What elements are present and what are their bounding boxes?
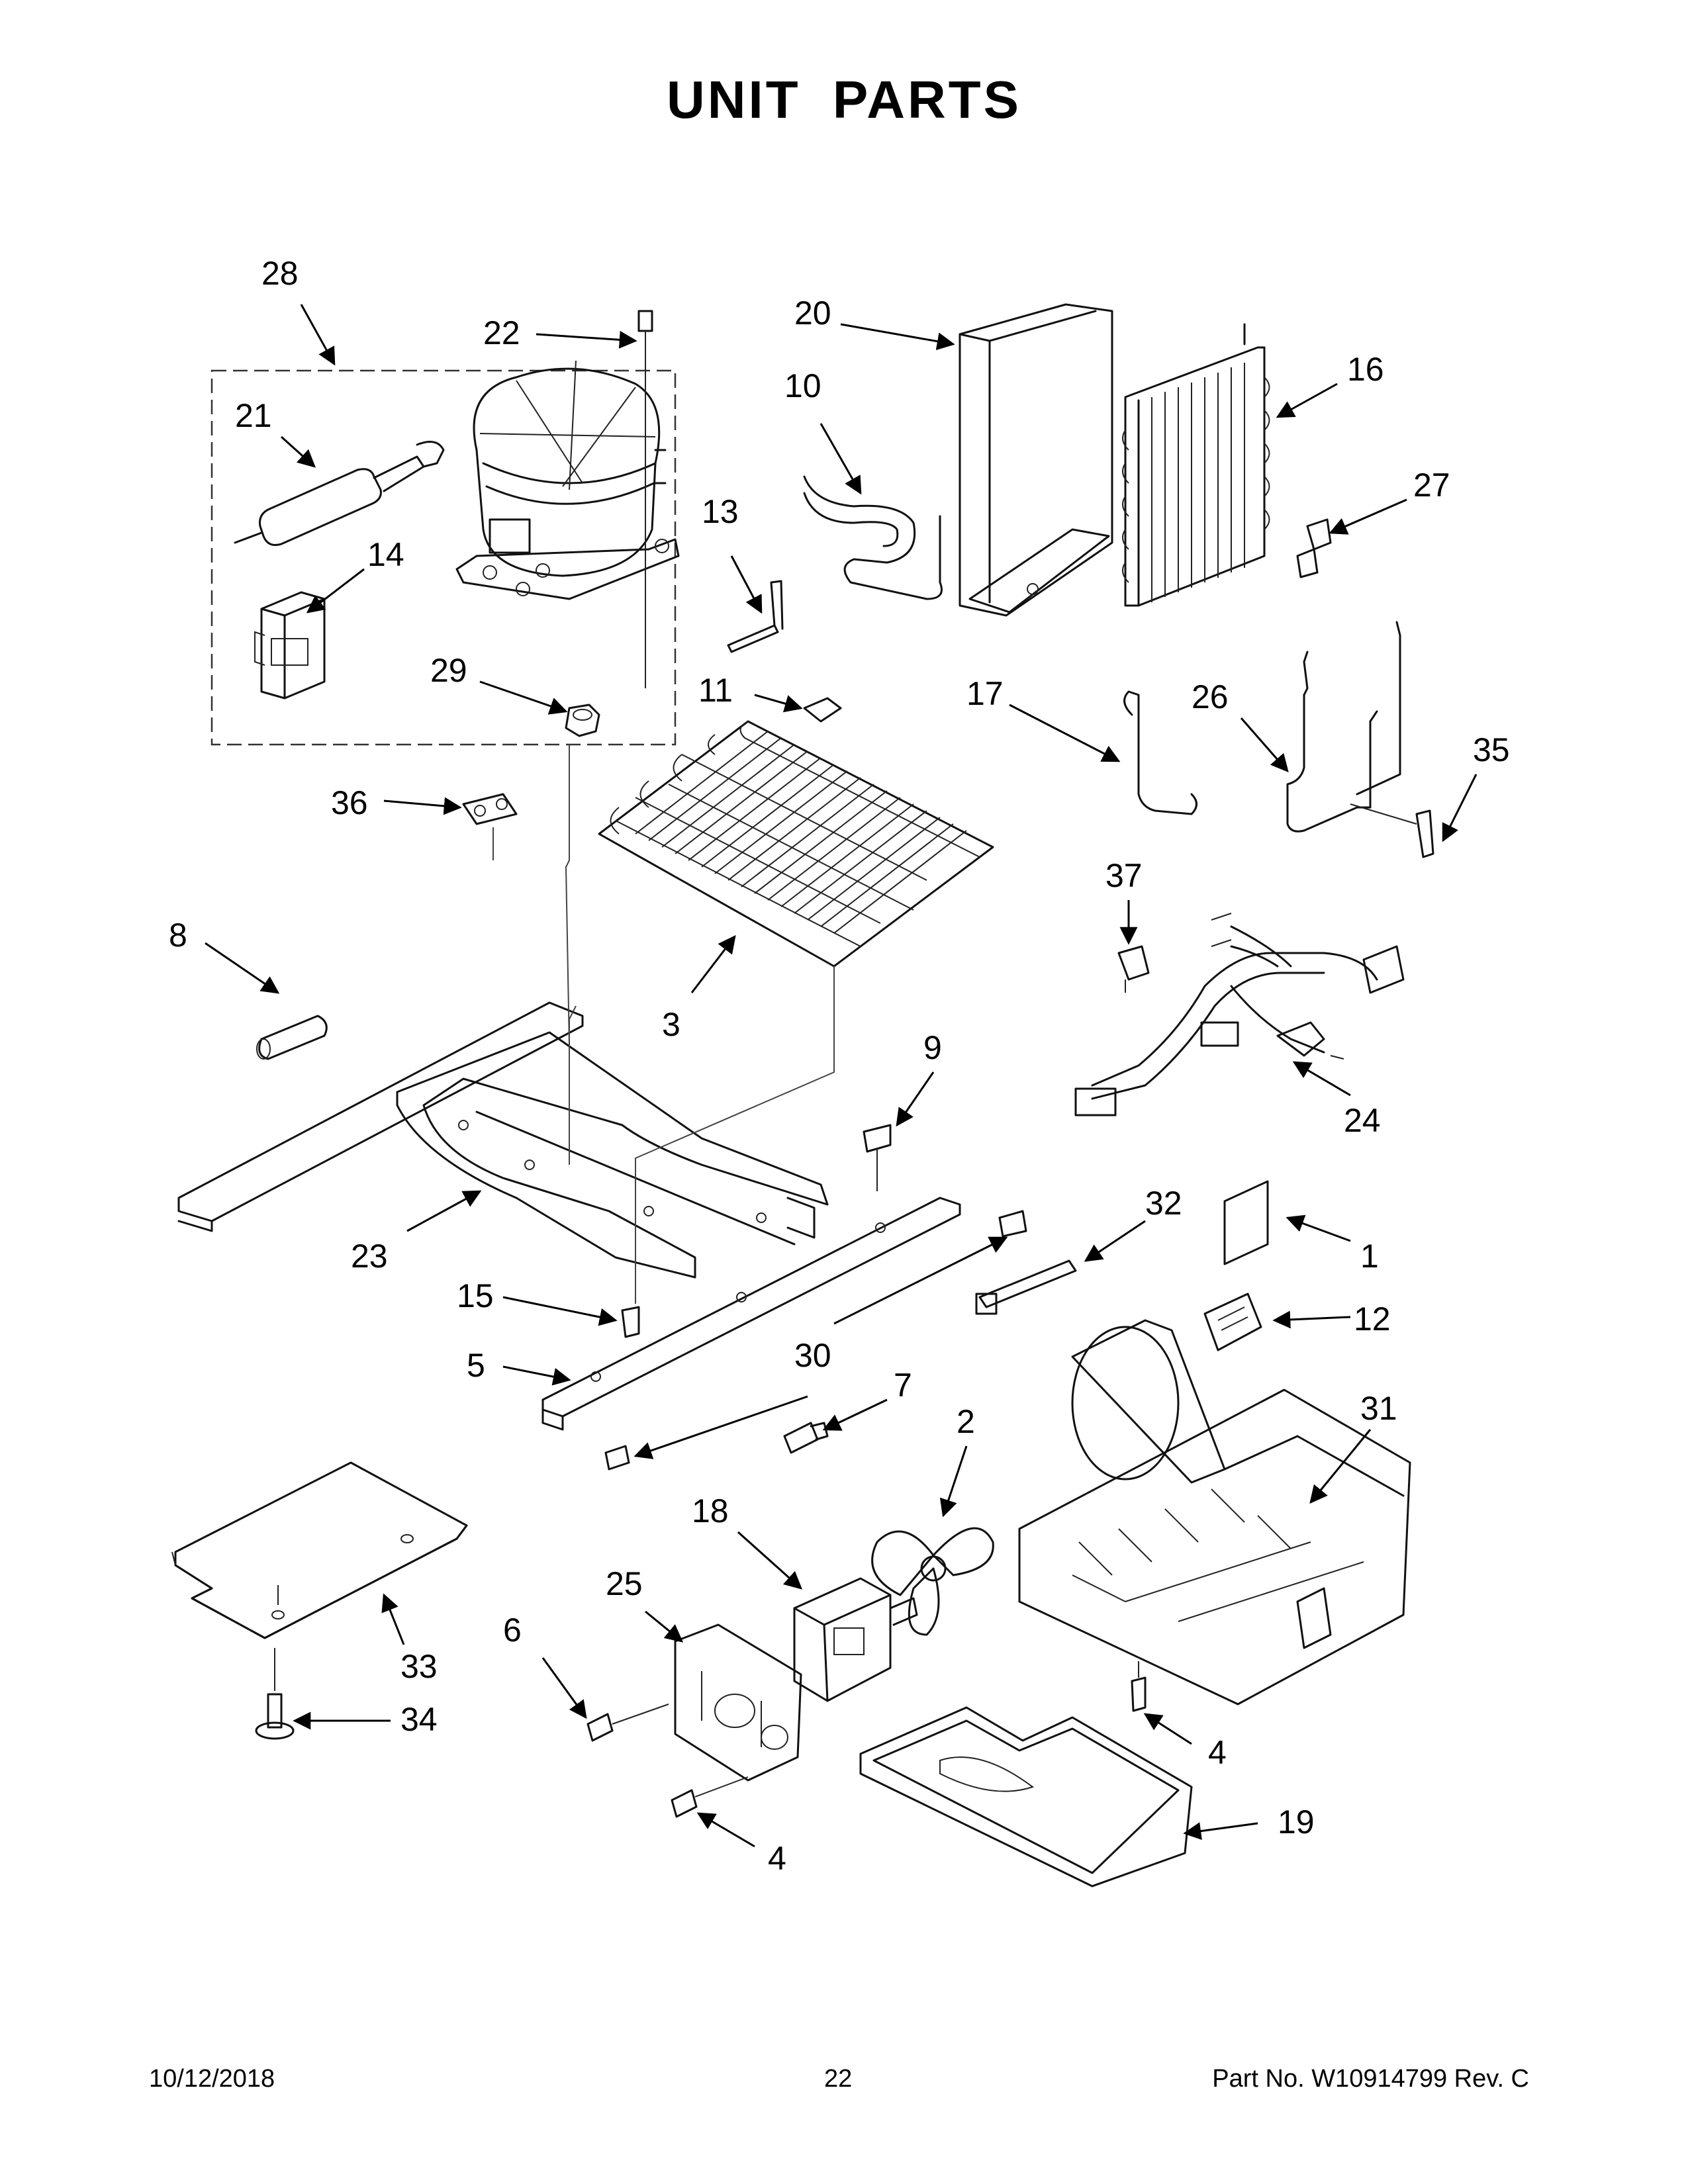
leveling-foot-part bbox=[255, 1648, 295, 1740]
grommet-part bbox=[565, 704, 600, 737]
callout-1: 1 bbox=[1360, 1238, 1379, 1275]
page-title: UNIT PARTS bbox=[666, 70, 1022, 129]
clip-part bbox=[462, 793, 518, 825]
compressor-part bbox=[455, 310, 680, 688]
condenser-shroud-part bbox=[959, 303, 1113, 617]
motor-bracket-part bbox=[674, 1623, 802, 1782]
callout-23: 23 bbox=[351, 1238, 388, 1275]
callout-34: 34 bbox=[400, 1701, 438, 1738]
tube-assembly-part bbox=[1286, 621, 1417, 833]
callout-28: 28 bbox=[261, 255, 299, 292]
callout-7: 7 bbox=[894, 1367, 912, 1404]
callout-29: 29 bbox=[430, 652, 467, 689]
callout-9: 9 bbox=[923, 1029, 942, 1066]
callout-32: 32 bbox=[1145, 1185, 1182, 1222]
cover-panel-part bbox=[171, 1461, 468, 1639]
callout-2: 2 bbox=[957, 1403, 975, 1440]
callout-leaders bbox=[205, 304, 1477, 1848]
base-frame-part bbox=[177, 1001, 829, 1279]
valve-part bbox=[783, 1422, 829, 1454]
screw-4-lower bbox=[671, 1776, 749, 1818]
callout-13: 13 bbox=[702, 493, 739, 530]
tube-part bbox=[803, 475, 943, 600]
callout-5: 5 bbox=[467, 1347, 485, 1384]
fan-blade-part bbox=[871, 1527, 994, 1636]
screw-9 bbox=[863, 1124, 892, 1191]
callout-4-lower: 4 bbox=[768, 1840, 786, 1877]
callout-8: 8 bbox=[169, 917, 187, 954]
base-tray-part bbox=[1018, 1319, 1411, 1706]
wire-harness-part bbox=[1074, 913, 1405, 1116]
control-board-part bbox=[1203, 1293, 1262, 1351]
callout-11: 11 bbox=[698, 672, 733, 709]
assembly-guide-lines bbox=[492, 745, 835, 1304]
callout-10: 10 bbox=[784, 367, 821, 404]
callout-33: 33 bbox=[400, 1648, 438, 1685]
small-tube-part bbox=[727, 580, 784, 653]
evaporator-coil-part bbox=[598, 720, 994, 968]
callout-20: 20 bbox=[794, 295, 831, 332]
callout-26: 26 bbox=[1192, 678, 1229, 715]
screw-15 bbox=[621, 1306, 640, 1338]
callout-24: 24 bbox=[1344, 1102, 1381, 1139]
tube-insulation-part bbox=[256, 1015, 328, 1060]
label-card-part bbox=[1223, 1180, 1269, 1265]
compressor-assembly-group bbox=[211, 369, 677, 746]
screw-30 bbox=[604, 1210, 1027, 1471]
footer-date: 10/12/2018 bbox=[149, 2065, 275, 2093]
mounting-rail-part bbox=[541, 1197, 961, 1431]
callout-37: 37 bbox=[1105, 857, 1143, 894]
callout-12: 12 bbox=[1354, 1300, 1391, 1338]
callout-19: 19 bbox=[1278, 1803, 1315, 1841]
footer-part-number: Part No. W10914799 Rev. C bbox=[1212, 2065, 1529, 2093]
callout-18: 18 bbox=[692, 1492, 729, 1529]
callout-6: 6 bbox=[503, 1612, 522, 1649]
callout-35: 35 bbox=[1473, 731, 1510, 768]
callout-25: 25 bbox=[606, 1565, 643, 1602]
callout-3: 3 bbox=[662, 1006, 680, 1043]
condenser-coil-part bbox=[1122, 323, 1270, 607]
callout-15: 15 bbox=[457, 1277, 494, 1314]
screw-4-right bbox=[1131, 1661, 1147, 1712]
filter-drier-part bbox=[234, 441, 445, 546]
tie-strap-part bbox=[975, 1259, 1077, 1315]
small-bracket-part bbox=[1296, 518, 1332, 578]
callout-numbers: 28 22 21 14 29 36 20 10 13 16 27 11 17 2… bbox=[169, 255, 1510, 1877]
callout-30: 30 bbox=[794, 1337, 831, 1374]
wire-clip-part bbox=[1123, 690, 1197, 815]
thermistor-part bbox=[1415, 809, 1434, 858]
callout-21: 21 bbox=[235, 397, 272, 434]
evaporator-clip-part bbox=[803, 697, 842, 723]
harness-clip-part bbox=[1117, 945, 1150, 993]
screw-6 bbox=[586, 1704, 669, 1742]
fan-motor-part bbox=[793, 1577, 918, 1702]
callout-16: 16 bbox=[1347, 351, 1384, 388]
callout-31: 31 bbox=[1360, 1390, 1397, 1427]
callout-17: 17 bbox=[966, 675, 1004, 712]
callout-27: 27 bbox=[1413, 467, 1450, 504]
callout-4-right: 4 bbox=[1208, 1734, 1227, 1771]
callout-14: 14 bbox=[367, 536, 404, 573]
callout-36: 36 bbox=[331, 784, 368, 821]
drain-pan-part bbox=[859, 1706, 1193, 1888]
footer-page-number: 22 bbox=[824, 2065, 853, 2093]
callout-22: 22 bbox=[483, 314, 520, 351]
